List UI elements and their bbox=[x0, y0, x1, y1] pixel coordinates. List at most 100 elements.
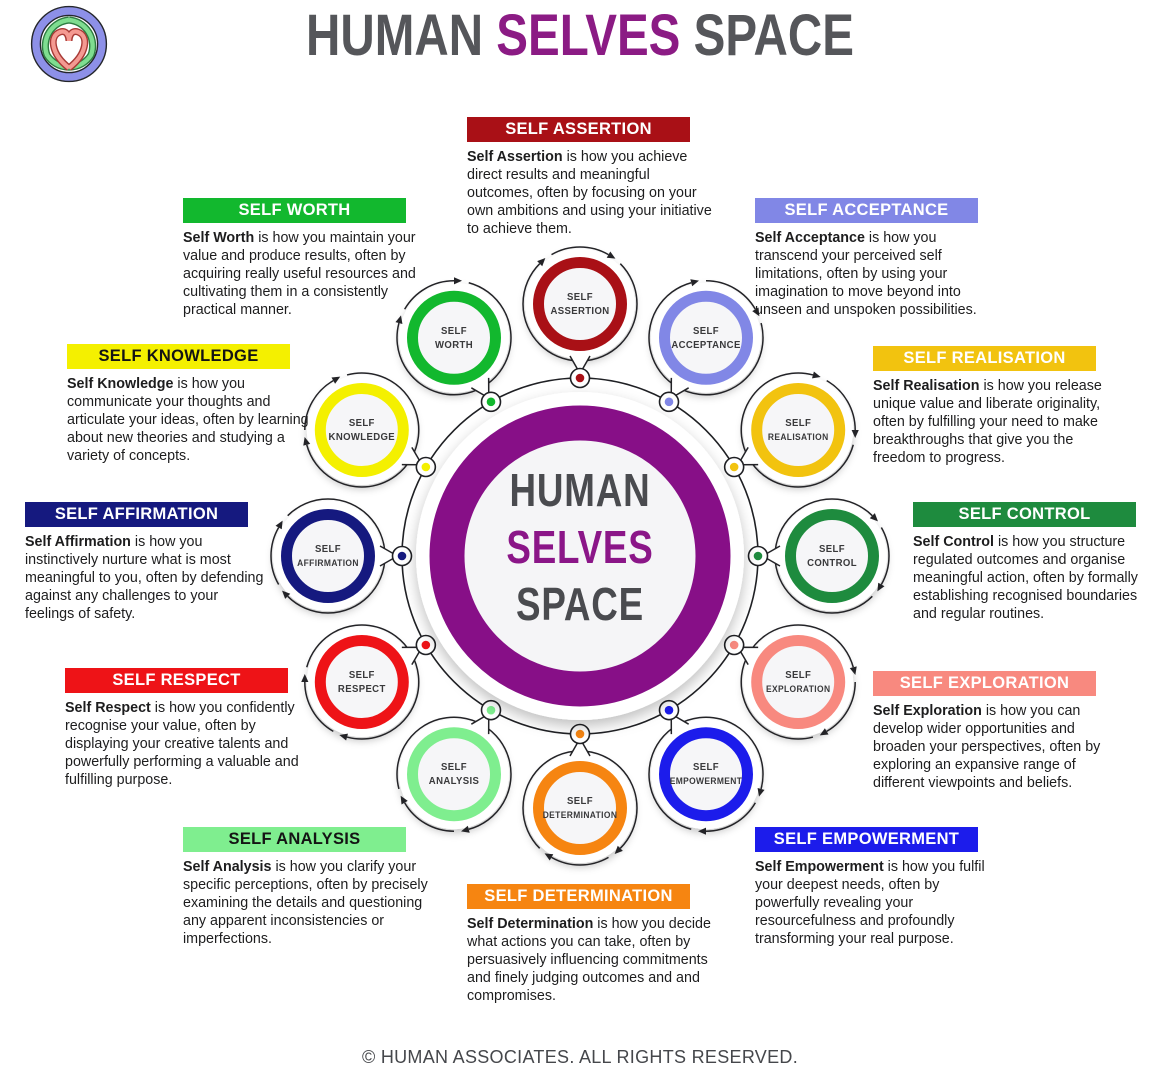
page-title-word: SELVES bbox=[496, 3, 694, 68]
self-realisation-description: Self Realisation is how you release uniq… bbox=[873, 378, 1102, 466]
hub-title-line: HUMAN bbox=[510, 464, 651, 516]
satellite-ring bbox=[314, 635, 409, 729]
satellite-label-line2: ACCEPTANCE bbox=[671, 339, 740, 350]
rotation-arrowhead bbox=[869, 513, 878, 522]
logo-ring-outline-outer bbox=[30, 5, 108, 83]
satellite-label-line1: SELF bbox=[315, 544, 341, 555]
satellite-arrow-ring bbox=[737, 371, 859, 488]
rotation-arrowhead bbox=[812, 371, 821, 379]
satellite-label-line2: KNOWLEDGE bbox=[329, 432, 396, 443]
satellite-arrow-ring bbox=[737, 624, 857, 740]
node-dot-self-affirmation bbox=[391, 545, 413, 567]
satellite-label-line1: SELF bbox=[567, 292, 593, 303]
node-dot-self-respect bbox=[415, 634, 437, 656]
satellite-ring bbox=[785, 509, 879, 603]
self-worth-description: Self Worth is how you maintain your valu… bbox=[183, 230, 416, 318]
satellite-ring bbox=[407, 727, 501, 822]
self-knowledge-description: Self Knowledge is how you communicate yo… bbox=[67, 376, 309, 464]
satellite-self-realisation: SELF REALISATION bbox=[737, 371, 859, 488]
satellite-label-line1: SELF bbox=[349, 418, 375, 429]
satellite-label-line1: SELF bbox=[693, 762, 719, 773]
satellite-label-line1: SELF bbox=[785, 670, 811, 681]
self-determination-header: SELF DETERMINATION bbox=[467, 884, 690, 909]
rotation-arrowhead bbox=[301, 673, 309, 683]
rotation-arrowhead bbox=[690, 279, 699, 287]
self-empowerment-header: SELF EMPOWERMENT bbox=[755, 827, 978, 852]
rotation-arrowhead bbox=[537, 258, 546, 267]
satellite-ring bbox=[659, 727, 753, 822]
satellite-label-line1: SELF bbox=[785, 418, 811, 429]
satellite-label-line1: SELF bbox=[693, 325, 719, 336]
satellite-arrow-ring bbox=[648, 713, 765, 835]
satellite-ring bbox=[281, 509, 375, 603]
hub-title-line: SELVES bbox=[506, 521, 653, 573]
satellite-label-line2: DETERMINATION bbox=[543, 810, 618, 820]
self-affirmation-header: SELF AFFIRMATION bbox=[25, 502, 248, 527]
hub-title-line: SPACE bbox=[516, 578, 644, 630]
satellite-self-empowerment: SELF EMPOWERMENT bbox=[648, 713, 765, 835]
satellite-self-respect: SELF RESPECT bbox=[301, 624, 423, 741]
satellite-arrow-ring bbox=[522, 737, 638, 866]
rotation-arrowhead bbox=[757, 788, 765, 797]
satellite-label-line2: CONTROL bbox=[807, 558, 857, 569]
logo-ring bbox=[32, 7, 106, 81]
satellite-arrow-ring bbox=[648, 279, 764, 399]
satellite-label-line2: REALISATION bbox=[768, 432, 829, 442]
satellite-ring bbox=[751, 635, 846, 729]
self-acceptance-description: Self Acceptance is how you transcend you… bbox=[755, 230, 977, 318]
rotation-arrowhead bbox=[697, 827, 707, 835]
satellite-ring bbox=[314, 383, 409, 477]
satellite-ring bbox=[407, 290, 501, 385]
logo-heart bbox=[49, 28, 89, 71]
self-affirmation-description: Self Affirmation is how you instinctivel… bbox=[25, 534, 264, 622]
self-analysis-header: SELF ANALYSIS bbox=[183, 827, 406, 852]
node-dot-self-determination bbox=[569, 723, 591, 745]
satellite-label-line2: RESPECT bbox=[338, 684, 386, 695]
satellite-self-acceptance: SELF ACCEPTANCE bbox=[648, 279, 764, 399]
satellite-label-line2: EMPOWERMENT bbox=[670, 776, 743, 786]
rotation-arrowhead bbox=[395, 315, 403, 324]
satellite-arrow-ring bbox=[303, 372, 423, 488]
rotation-arrowhead bbox=[544, 853, 554, 861]
rotation-arrowhead bbox=[461, 825, 470, 833]
self-exploration-header: SELF EXPLORATION bbox=[873, 671, 1096, 696]
logo-ring-outline-inner bbox=[39, 14, 99, 74]
rotation-arrowhead bbox=[339, 733, 348, 741]
node-dot-self-analysis bbox=[480, 699, 502, 721]
node-dot-self-empowerment bbox=[658, 699, 680, 721]
satellite-label-line2: ANALYSIS bbox=[429, 776, 479, 787]
rotation-arrowhead bbox=[877, 582, 885, 592]
self-realisation-header: SELF REALISATION bbox=[873, 346, 1096, 371]
self-control-header: SELF CONTROL bbox=[913, 502, 1136, 527]
rotation-arrowhead bbox=[752, 307, 760, 317]
satellite-label-line1: SELF bbox=[349, 670, 375, 681]
rotation-arrowhead bbox=[275, 520, 283, 530]
satellite-ring bbox=[533, 761, 627, 855]
human-associates-knot-logo bbox=[30, 5, 108, 83]
self-assertion-header: SELF ASSERTION bbox=[467, 117, 690, 142]
satellite-label-line2: EXPLORATION bbox=[766, 684, 830, 694]
rotation-arrowhead bbox=[606, 251, 616, 259]
satellite-label-line1: SELF bbox=[567, 796, 593, 807]
rotation-arrowhead bbox=[331, 376, 341, 384]
page-title-word: SPACE bbox=[693, 3, 854, 68]
node-dot-self-assertion bbox=[569, 367, 591, 389]
satellite-self-knowledge: SELF KNOWLEDGE bbox=[303, 372, 423, 488]
satellite-self-exploration: SELF EXPLORATION bbox=[737, 624, 857, 740]
copyright-text: © HUMAN ASSOCIATES. ALL RIGHTS RESERVED. bbox=[361, 1047, 799, 1067]
rotation-arrowhead bbox=[819, 728, 829, 736]
self-analysis-description: Self Analysis is how you clarify your sp… bbox=[183, 859, 428, 947]
self-analysis-block: SELF ANALYSIS Self Analysis is how you cl… bbox=[183, 827, 429, 948]
